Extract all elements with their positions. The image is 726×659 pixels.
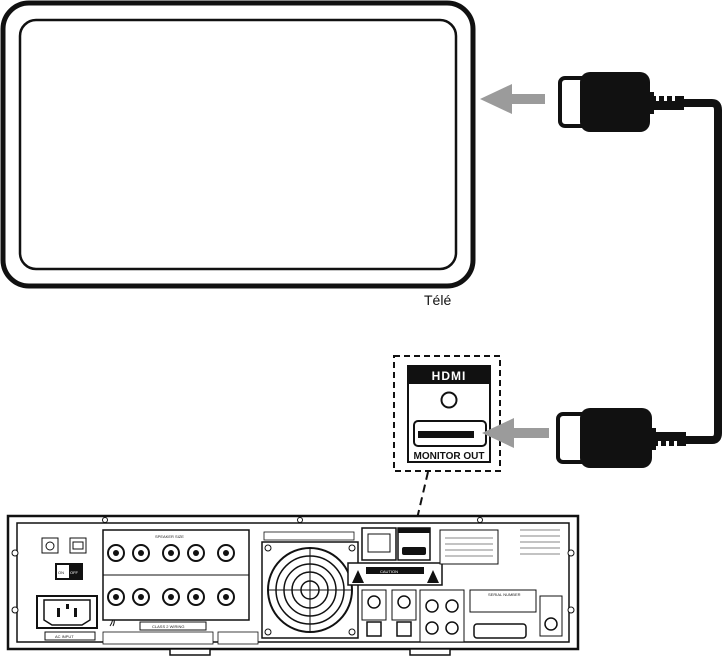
cooling-fan-icon — [261, 541, 359, 639]
switch-on-label: ON — [58, 570, 64, 575]
signal-arrow-icon — [480, 84, 545, 114]
ac-input-label: AC INPUT — [55, 634, 74, 639]
power-socket-icon — [36, 595, 98, 629]
hdmi-cable — [680, 99, 722, 444]
tv-screen — [0, 0, 476, 289]
hdmi-port-callout — [393, 355, 501, 472]
hdmi-cable-plug-icon — [558, 72, 684, 132]
hdmi-logo: HDMI — [432, 369, 467, 383]
caution-label: CAUTION — [380, 569, 398, 574]
speaker-header-label: SPEAKER SIZE — [155, 534, 184, 539]
class2-wiring-label: CLASS 2 WIRING — [152, 624, 184, 629]
tv-label: Télé — [424, 292, 451, 308]
receiver-back-panel: ON OFF AC INPUT Java SPEAKER SIZE — [6, 514, 580, 656]
monitor-out-label: MONITOR OUT — [414, 451, 485, 462]
signal-arrow-icon — [482, 418, 549, 448]
speaker-terminals — [103, 544, 249, 606]
hdmi-cable-plug-icon — [556, 408, 686, 468]
switch-off-label: OFF — [70, 570, 79, 575]
serial-number-label: SERIAL NUMBER — [488, 592, 521, 597]
